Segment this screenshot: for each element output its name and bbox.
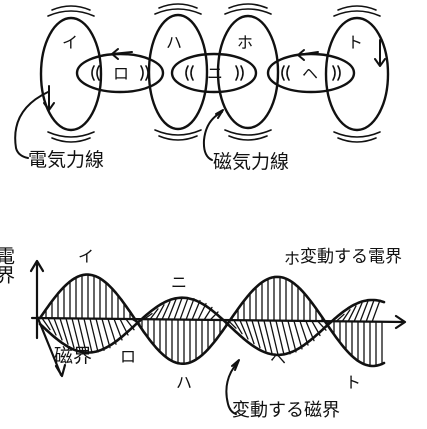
loop-label-ha: ハ — [166, 33, 182, 52]
ring-label-ro: ロ — [113, 64, 129, 83]
electric-wave-label: 変動する電界 — [300, 247, 402, 267]
magnetic-field-lines-caption: 磁気力線 — [213, 151, 289, 173]
ring-label-ni: ニ — [207, 64, 223, 83]
loop-label-ho: ホ — [237, 33, 253, 52]
point-label-ni: ニ — [171, 273, 187, 292]
electric-field-lines-caption: 電気力線 — [28, 149, 104, 171]
loop-label-to: ト — [347, 33, 363, 52]
point-label-ha: ハ — [176, 373, 192, 392]
vertical-axis-label: 電界 — [0, 246, 15, 284]
top-field-lines-diagram: イ ハ ホ ト ロ ニ ヘ 電気力線 磁気力線 — [15, 4, 388, 173]
ring-label-he: ヘ — [302, 64, 318, 83]
arrow-down-1 — [44, 86, 54, 110]
point-label-he: ヘ — [270, 349, 286, 368]
point-label-ho: ホ — [284, 249, 300, 268]
horizontal-axis-label: 磁界 — [54, 345, 92, 367]
point-label-ro: ロ — [120, 347, 136, 366]
magnetic-wave-label: 変動する磁界 — [232, 400, 340, 421]
point-label-i: イ — [78, 247, 94, 266]
point-label-to: ト — [345, 373, 361, 392]
bottom-wave-diagram: 電界 磁界 変動する電界 変動する磁界 イ ロ ハ ニ ホ ヘ ト — [0, 246, 405, 421]
loop-label-i: イ — [62, 33, 78, 52]
